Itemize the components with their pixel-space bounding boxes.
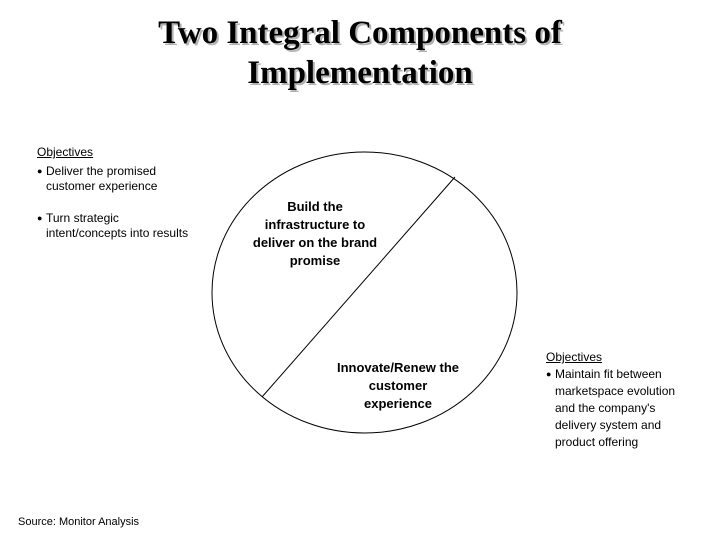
right-bullet-maintain-fit: Maintain fit between marketspace evoluti… [555, 367, 676, 449]
build-infrastructure-label: Build the infrastructure to deliver on t… [252, 199, 378, 268]
left-bullet-turn-strategic-intent: Turn strategic intent/concepts into resu… [46, 211, 189, 240]
list-item: ● Deliver the promised customer experien… [37, 164, 229, 194]
list-item: ● Maintain fit between marketspace evolu… [546, 366, 716, 451]
source-note: Source: Monitor Analysis [18, 516, 140, 528]
bullet-icon: ● [37, 166, 43, 176]
list-item: ● Turn strategic intent/concepts into re… [37, 211, 229, 241]
left-objectives-panel: Objectives ● Deliver the promised custom… [37, 145, 229, 241]
right-objectives-heading: Objectives [546, 350, 603, 364]
innovate-renew-label: Innovate/Renew the customer experience [336, 360, 460, 411]
bullet-icon: ● [546, 369, 552, 379]
right-objectives-panel: Objectives ● Maintain fit between market… [546, 349, 716, 451]
left-bullet-deliver-experience: Deliver the promised customer experience [46, 164, 158, 193]
bullet-icon: ● [37, 213, 43, 223]
slide-title: Two Integral Components of Implementatio… [158, 15, 562, 91]
divider-line [261, 176, 456, 398]
circle-shape [211, 151, 518, 434]
left-objectives-heading: Objectives [37, 145, 94, 159]
